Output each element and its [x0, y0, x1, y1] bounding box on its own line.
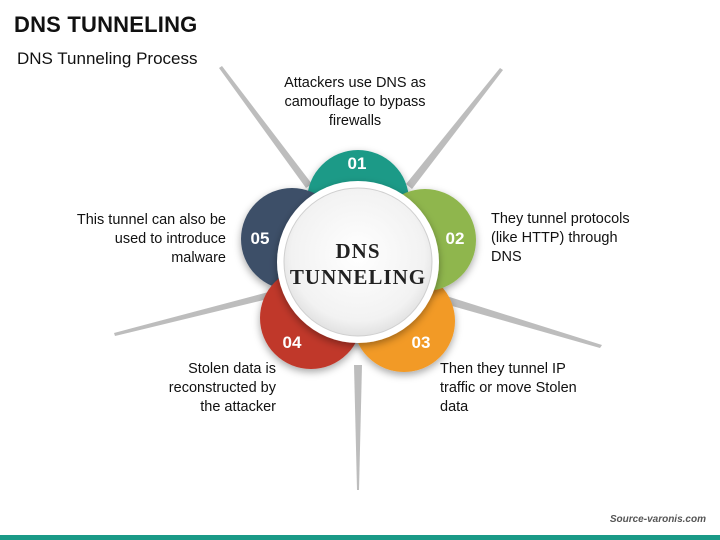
source-credit: Source-varonis.com: [609, 514, 706, 525]
page-subtitle: DNS Tunneling Process: [17, 49, 198, 68]
bottom-accent-bar: [0, 535, 720, 540]
step-number-05: 05: [251, 229, 270, 248]
step-text-01: Attackers use DNS as camouflage to bypas…: [284, 75, 426, 129]
step-text-03: Then they tunnel IP traffic or move Stol…: [440, 361, 577, 415]
center-label-line1: DNS: [335, 239, 380, 263]
ray-top-right: [406, 68, 503, 189]
ray-left: [114, 290, 276, 336]
ray-top-left: [219, 66, 312, 188]
step-text-05: This tunnel can also be used to introduc…: [76, 212, 226, 266]
ray-right: [438, 294, 602, 348]
decorative-rays: [114, 66, 602, 490]
ray-bottom: [354, 365, 362, 490]
step-number-03: 03: [412, 333, 431, 352]
step-text-04: Stolen data is reconstructed by the atta…: [168, 361, 276, 415]
step-number-04: 04: [283, 333, 302, 352]
step-number-02: 02: [446, 229, 465, 248]
center-hub: DNS TUNNELING: [277, 181, 439, 343]
step-number-01: 01: [348, 154, 367, 173]
step-text-02: They tunnel protocols (like HTTP) throug…: [491, 211, 630, 265]
center-label-line2: TUNNELING: [290, 265, 426, 289]
page-title: DNS TUNNELING: [14, 12, 198, 37]
